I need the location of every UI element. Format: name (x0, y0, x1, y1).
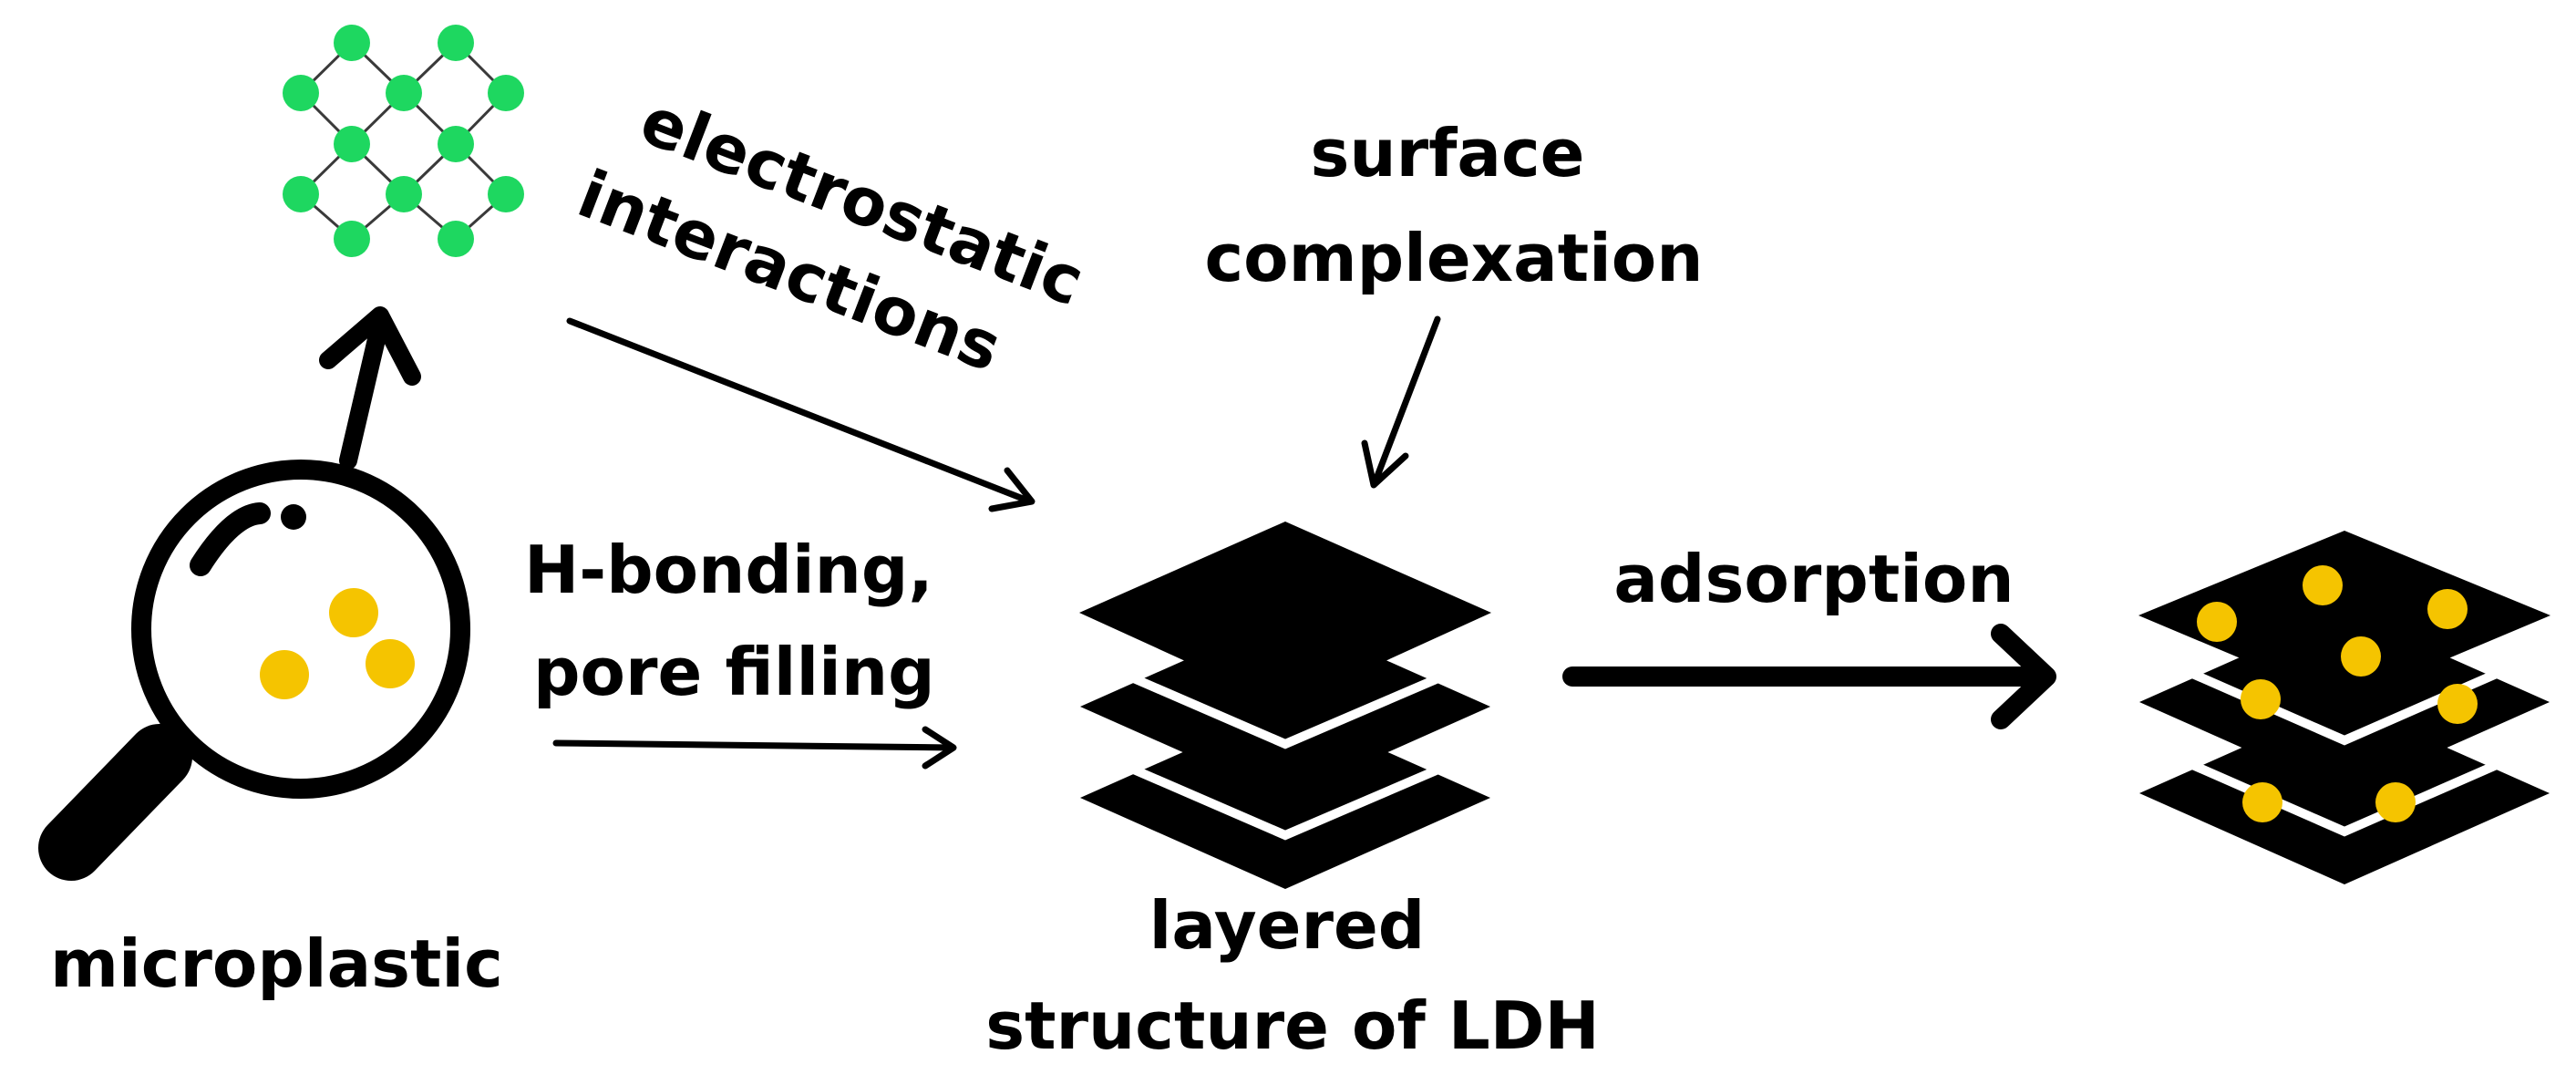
hbonding-label-line1: H-bonding, (524, 532, 933, 608)
layer-gap (2150, 743, 2539, 837)
adsorbed-particle (2427, 589, 2468, 629)
molecular-network-icon (283, 25, 524, 257)
microplastic-particle (366, 639, 415, 688)
ldh-label-line2: structure of LDH (985, 987, 1600, 1064)
layer-gap (1092, 748, 1480, 841)
surface-complexation-arrow (1361, 315, 1441, 489)
adsorbed-particle (2437, 684, 2478, 724)
network-node (283, 75, 319, 111)
network-node (386, 75, 422, 111)
up-arrow (319, 306, 421, 470)
network-node (488, 75, 524, 111)
network-node (283, 176, 319, 212)
electrostatic-label-group: electrostatic interactions (568, 81, 1094, 386)
microplastic-particle (260, 650, 309, 699)
hbonding-label-line2: pore filling (533, 634, 935, 710)
microplastic-particle (329, 588, 378, 637)
layer-stack-icon (1079, 522, 1491, 889)
network-node (334, 25, 370, 61)
ldh-label-line1: layered (1149, 887, 1426, 964)
adsorption-label: adsorption (1613, 541, 2014, 617)
network-node (334, 221, 370, 257)
layer-gap (2150, 652, 2539, 746)
network-node (386, 176, 422, 212)
network-node (438, 126, 474, 162)
adsorbed-particle (2341, 636, 2381, 677)
adsorbed-particle (2241, 679, 2281, 719)
adsorbed-particle (2375, 782, 2416, 822)
surface-label-line2: complexation (1204, 220, 1703, 296)
microplastic-label: microplastic (50, 925, 503, 1002)
network-node (334, 126, 370, 162)
ldh-layer (2138, 531, 2550, 702)
adsorption-arrow (1562, 624, 2056, 729)
network-node (488, 176, 524, 212)
electrostatic-arrow (566, 317, 1036, 512)
hbonding-arrow (552, 726, 957, 770)
magnifier-icon (38, 460, 470, 881)
network-node (438, 25, 474, 61)
adsorbed-particle (2242, 782, 2282, 822)
ldh-layer (1079, 522, 1491, 707)
adsorbed-particle (2197, 602, 2237, 642)
layer-gap (1092, 656, 1480, 749)
surface-label-line1: surface (1310, 115, 1584, 191)
network-node (438, 221, 474, 257)
loaded-layer-stack-icon (2138, 531, 2550, 884)
adsorbed-particle (2303, 565, 2343, 605)
